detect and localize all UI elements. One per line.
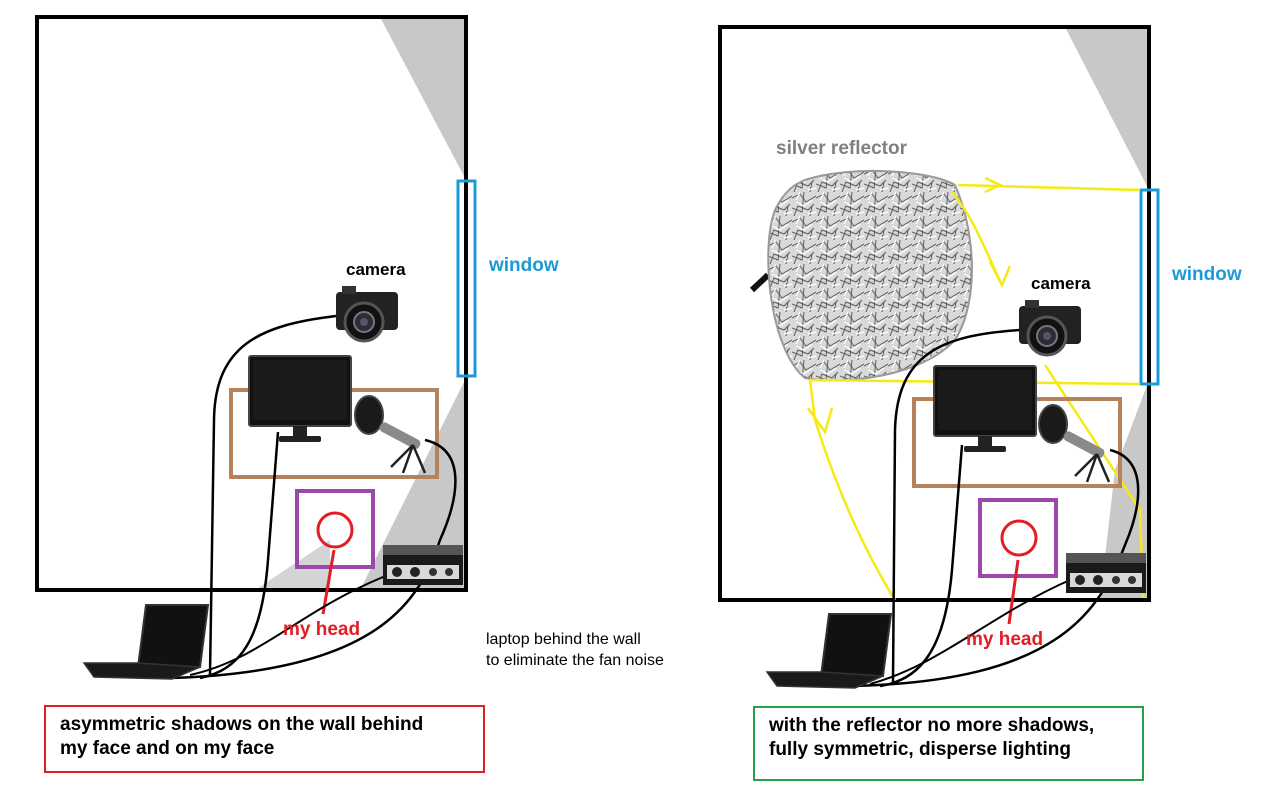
laptop-note-line: laptop behind the wall <box>486 631 641 648</box>
monitor-icon <box>933 365 1037 452</box>
reflector-label: silver reflector <box>776 138 907 159</box>
laptop-icon <box>765 613 893 689</box>
left-head-circle <box>316 511 354 549</box>
right-caption-line: with the reflector no more shadows, <box>769 715 1095 736</box>
right-window-label: window <box>1172 264 1242 285</box>
audio-interface-icon <box>1066 553 1146 593</box>
monitor-icon <box>248 355 352 442</box>
left-room-wall <box>35 15 468 592</box>
right-head-pointer <box>1007 559 1020 625</box>
laptop-note-line: to eliminate the fan noise <box>486 652 664 669</box>
left-head-pointer <box>321 549 336 615</box>
right-cable-interface <box>869 579 1071 685</box>
right-caption-line: fully symmetric, disperse lighting <box>769 739 1071 760</box>
right-light-wedge-top <box>1065 27 1149 190</box>
left-caption-line: asymmetric shadows on the wall behind <box>60 714 424 735</box>
right-diagram <box>718 25 1160 689</box>
left-light-wedge-top <box>380 17 466 180</box>
left-camera-label: camera <box>346 260 406 279</box>
left-cable-interface <box>189 574 389 676</box>
left-diagram <box>35 15 477 680</box>
right-camera-label: camera <box>1031 274 1091 293</box>
laptop-note: laptop behind the wall to eliminate the … <box>486 629 664 671</box>
right-light-wedge-bottom <box>1100 380 1149 600</box>
laptop-icon <box>82 604 210 680</box>
left-head-box <box>295 489 375 569</box>
left-head-label: my head <box>283 619 361 640</box>
left-cable-camera <box>208 314 337 676</box>
right-cable-camera <box>891 328 1021 683</box>
camera-icon <box>1019 300 1081 357</box>
left-caption-box: asymmetric shadows on the wall behind my… <box>44 705 485 773</box>
right-window <box>1139 188 1160 386</box>
audio-interface-icon <box>383 545 463 585</box>
right-caption-box: with the reflector no more shadows, full… <box>753 706 1144 781</box>
left-light-wedge-bottom <box>360 378 466 590</box>
right-head-circle <box>1000 519 1038 557</box>
left-window-label: window <box>489 255 559 276</box>
left-caption-line: my face and on my face <box>60 738 275 759</box>
right-head-label: my head <box>966 629 1044 650</box>
microphone-icon <box>1038 404 1111 483</box>
reflector-icon <box>749 169 973 382</box>
left-cable-monitor <box>199 431 280 680</box>
left-window <box>456 179 477 378</box>
camera-icon <box>336 286 398 343</box>
microphone-icon <box>354 395 427 474</box>
left-shadow-wedge-floor <box>255 540 330 590</box>
right-cable-monitor <box>879 444 964 688</box>
right-room-wall <box>718 25 1151 602</box>
right-head-box <box>978 498 1058 578</box>
